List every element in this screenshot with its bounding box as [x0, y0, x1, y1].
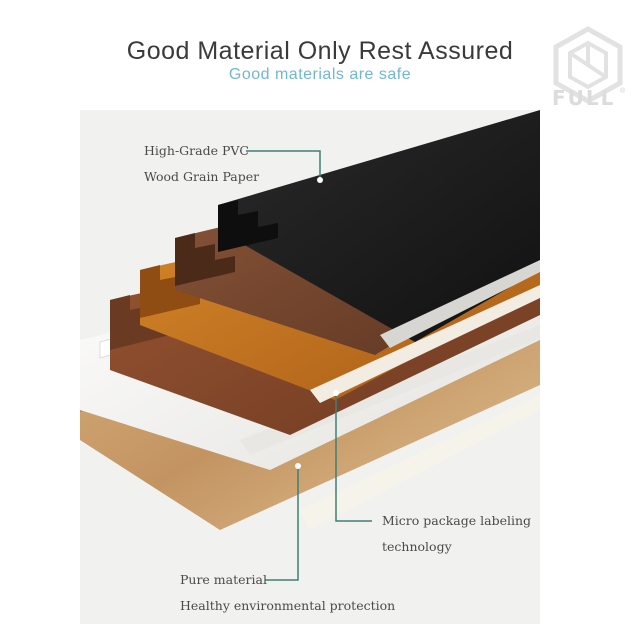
callout-pure-line2: Healthy environmental protection	[180, 598, 396, 613]
page-title: Good Material Only Rest Assured	[126, 37, 514, 65]
wall-panel-stack-illustration	[80, 110, 540, 530]
black-panel	[218, 110, 540, 348]
page-subtitle: Good materials are safe	[228, 66, 412, 83]
brand-logo-registered: ®	[620, 88, 626, 95]
callout-pure-material: Pure material Healthy environmental prot…	[180, 567, 395, 619]
callout-labeling-line2: technology	[382, 539, 452, 554]
callout-labeling: Micro package labeling technology	[382, 508, 531, 560]
callout-pvc-line2: Wood Grain Paper	[144, 169, 260, 184]
brand-logo-icon	[553, 26, 623, 104]
product-photo	[80, 110, 540, 624]
callout-pvc-line1: High-Grade PVC	[144, 143, 249, 158]
brand-logo-text: FULL	[552, 86, 616, 110]
callout-labeling-line1: Micro package labeling	[382, 513, 532, 528]
callout-pvc: High-Grade PVC Wood Grain Paper	[144, 138, 259, 190]
callout-pure-line1: Pure material	[180, 572, 267, 587]
